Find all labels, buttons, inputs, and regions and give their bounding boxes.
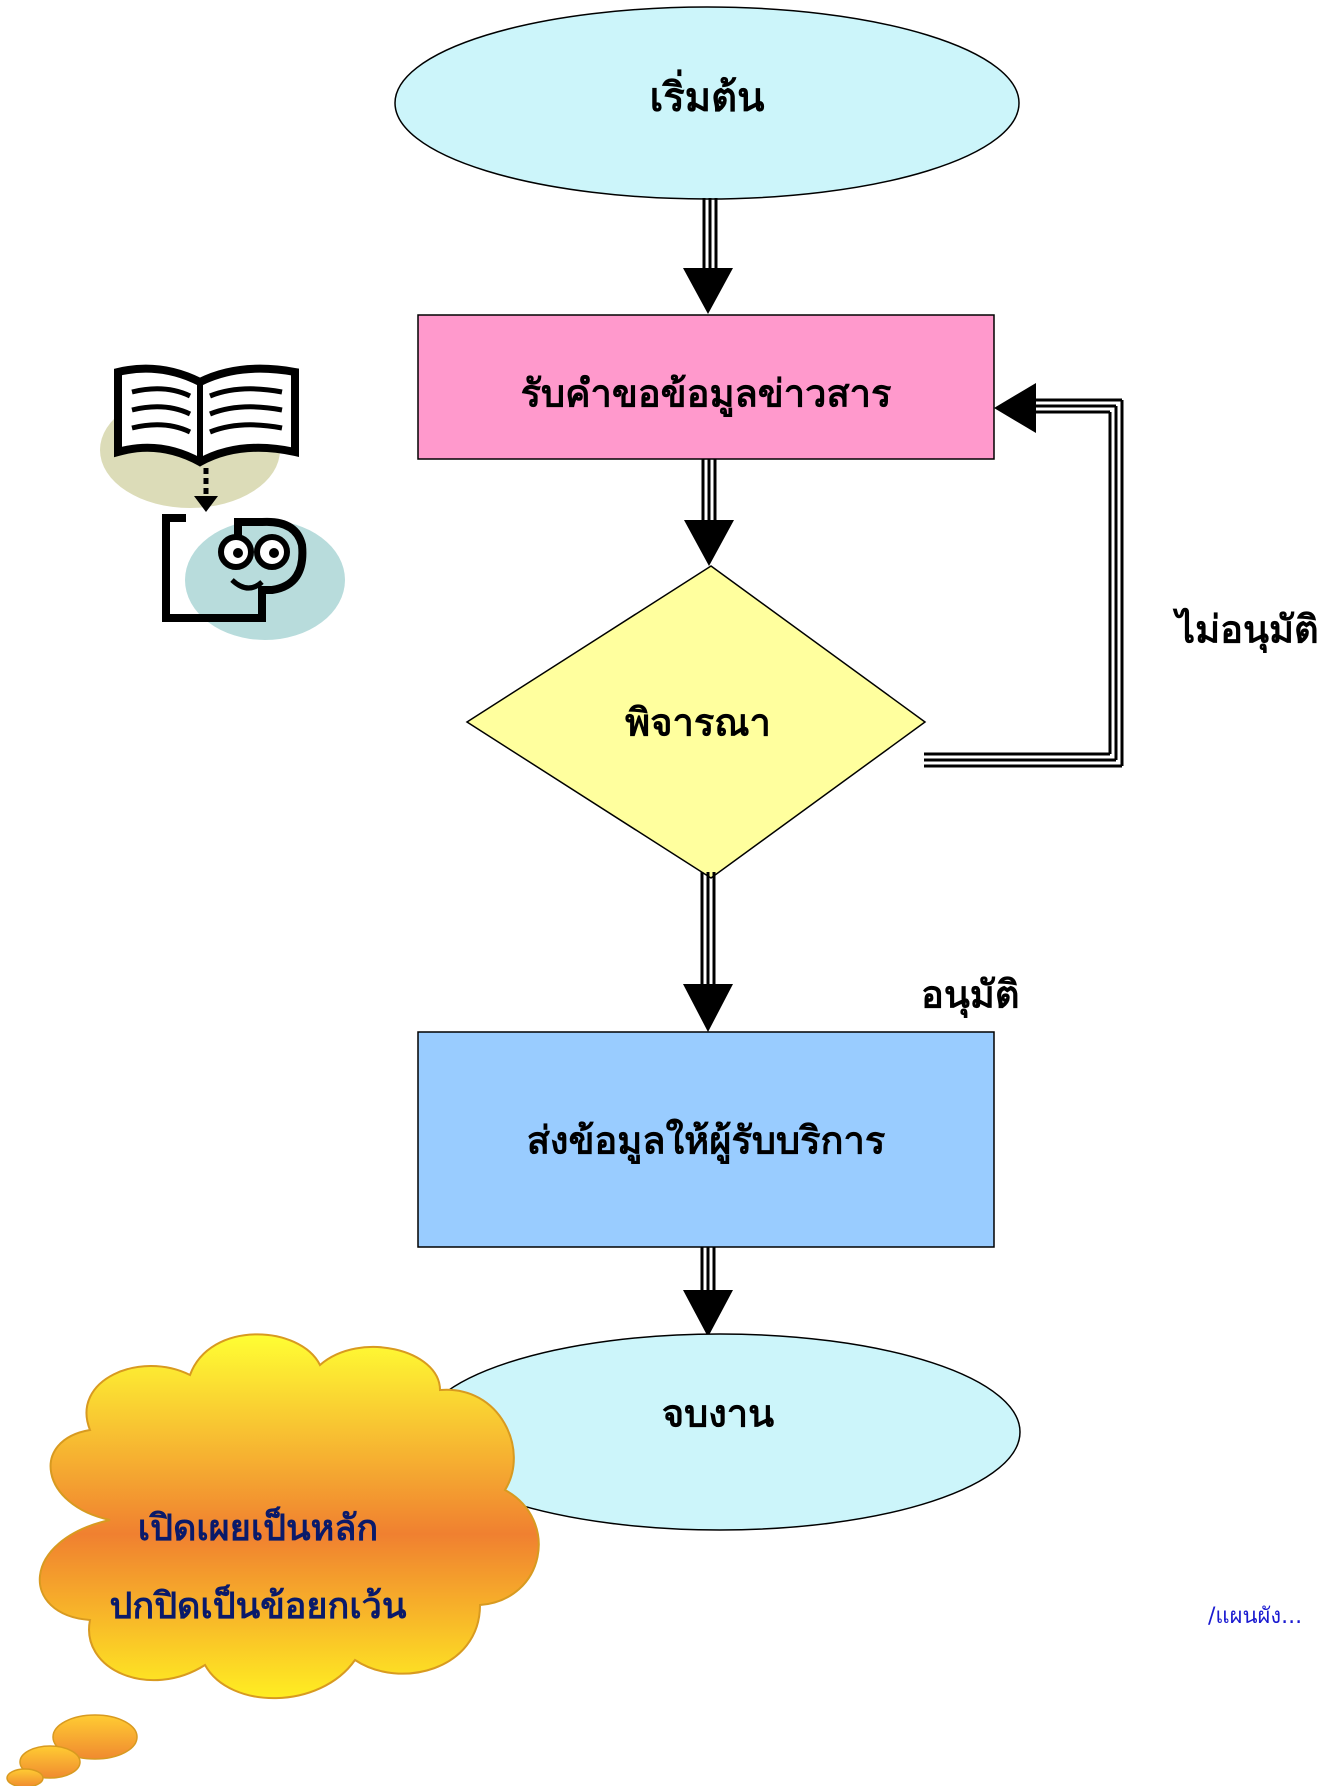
consider-label: พิจารณา <box>625 701 771 745</box>
arrow-send-to-end <box>683 1247 733 1337</box>
start-label: เริ่มต้น <box>650 69 765 121</box>
book-icon <box>100 364 299 512</box>
arrow-request-to-consider <box>684 459 734 566</box>
thought-cloud <box>6 1333 540 1786</box>
send-info-box <box>417 1031 995 1248</box>
end-label: จบงาน <box>662 1392 774 1436</box>
arrow-start-to-request <box>683 198 733 314</box>
callout-line-2: ปกปิดเป็นข้อยกเว้น <box>110 1583 407 1627</box>
approved-label: อนุมัติ <box>921 973 1020 1019</box>
reading-face-icon <box>162 514 345 640</box>
callout-line-1: เปิดเผยเป็นหลัก <box>138 1505 378 1549</box>
arrow-not-approved-loop <box>924 383 1124 768</box>
next-page-note: /แผนผัง... <box>1208 1604 1303 1629</box>
receive-request-box <box>417 314 995 460</box>
arrow-consider-to-send <box>683 872 733 1032</box>
consider-decision <box>465 565 927 879</box>
send-info-label: ส่งข้อมูลให้ผู้รับบริการ <box>527 1119 886 1165</box>
not-approved-label: ไม่อนุมัติ <box>1172 608 1319 654</box>
start-terminal <box>394 6 1020 200</box>
receive-request-label: รับคำขอข้อมูลข่าวสาร <box>521 372 892 418</box>
